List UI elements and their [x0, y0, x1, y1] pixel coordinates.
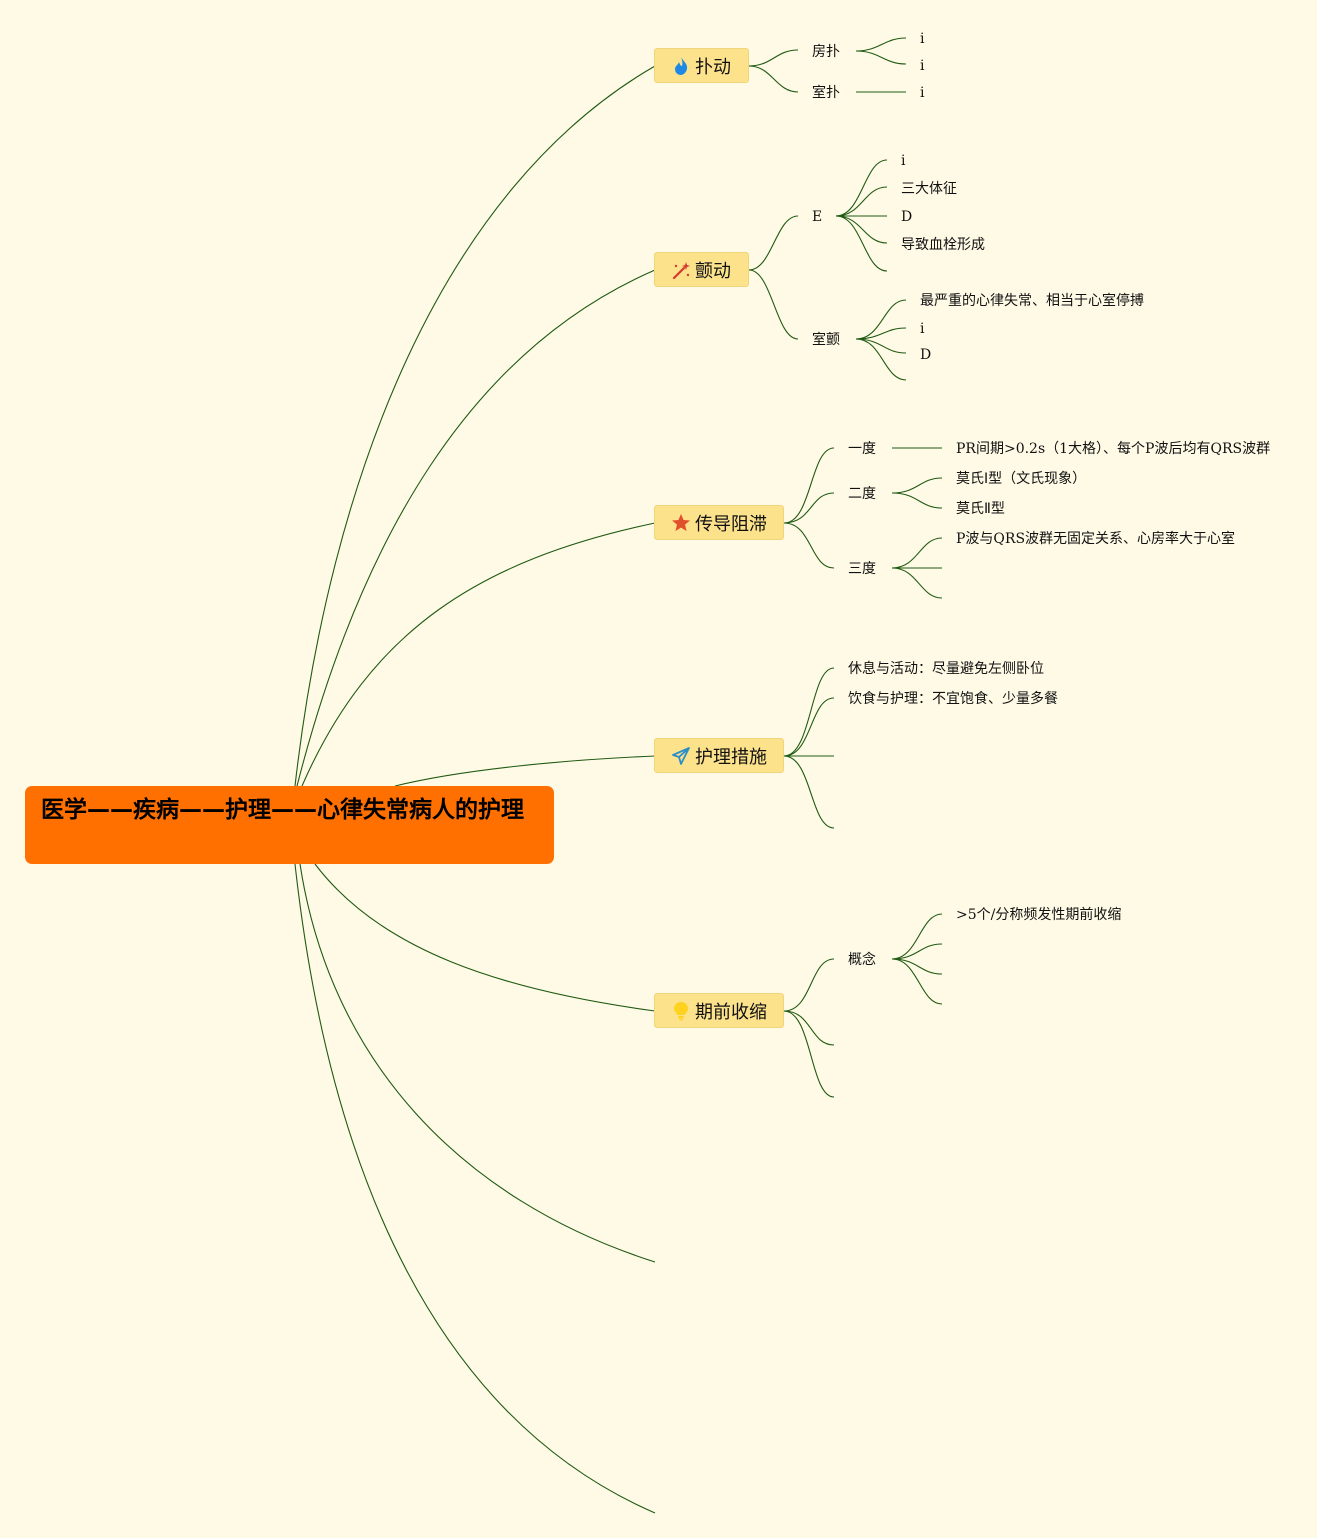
- node-ventricular-fibrillation[interactable]: 室颤: [812, 332, 840, 348]
- branch-flutter-label: 扑动: [695, 56, 731, 78]
- node-rest-activity[interactable]: 休息与活动：尽量避免左侧卧位: [848, 661, 1044, 677]
- leaf-first-degree-1[interactable]: PR间期>0.2s（1大格）、每个P波后均有QRS波群: [956, 441, 1271, 457]
- magic-wand-icon: [671, 260, 691, 280]
- leaf-ventricular-flutter-1[interactable]: i: [920, 85, 925, 101]
- node-atrial-flutter[interactable]: 房扑: [812, 44, 840, 60]
- branch-flutter[interactable]: 扑动: [654, 48, 749, 83]
- paper-plane-icon: [671, 746, 691, 766]
- leaf-atrial-flutter-1[interactable]: i: [920, 31, 925, 47]
- link-root-fibrillation: [296, 269, 656, 787]
- leaf-atrial-flutter-2[interactable]: i: [920, 58, 925, 74]
- leaf-vf-1[interactable]: 最严重的心律失常、相当于心室停搏: [920, 293, 1144, 309]
- link-root-empty-2: [294, 863, 656, 1514]
- branch-conduction-block[interactable]: 传导阻滞: [654, 505, 784, 540]
- node-diet-care[interactable]: 饮食与护理：不宜饱食、少量多餐: [848, 691, 1058, 707]
- link-root-empty-1: [299, 863, 656, 1263]
- leaf-e-1[interactable]: i: [901, 153, 906, 169]
- node-concept[interactable]: 概念: [848, 952, 876, 968]
- leaf-e-4[interactable]: 导致血栓形成: [901, 237, 985, 253]
- link-root-flutter: [294, 65, 656, 787]
- leaf-third-degree-1[interactable]: P波与QRS波群无固定关系、心房率大于心室: [956, 531, 1236, 547]
- flame-icon: [671, 56, 691, 76]
- lightbulb-icon: [671, 1001, 691, 1021]
- node-ventricular-flutter[interactable]: 室扑: [812, 85, 840, 101]
- link-root-nursing: [394, 755, 656, 787]
- node-third-degree[interactable]: 三度: [848, 561, 876, 577]
- branch-nursing-measures[interactable]: 护理措施: [654, 738, 784, 773]
- node-atrial-fibrillation-e[interactable]: E: [812, 209, 823, 225]
- node-second-degree[interactable]: 二度: [848, 486, 876, 502]
- branch-nursing-measures-label: 护理措施: [695, 746, 767, 768]
- leaf-second-degree-1[interactable]: 莫氏Ⅰ型（文氏现象）: [956, 471, 1087, 487]
- link-root-premature: [314, 863, 656, 1012]
- branch-fibrillation-label: 颤动: [695, 260, 731, 282]
- leaf-concept-1[interactable]: >5个/分称频发性期前收缩: [956, 907, 1122, 923]
- branch-fibrillation[interactable]: 颤动: [654, 252, 749, 287]
- leaf-vf-3[interactable]: D: [920, 347, 932, 363]
- root-topic[interactable]: 医学——疾病——护理——心律失常病人的护理: [25, 786, 554, 864]
- leaf-second-degree-2[interactable]: 莫氏Ⅱ型: [956, 501, 1005, 517]
- leaf-vf-2[interactable]: i: [920, 321, 925, 337]
- branch-premature-contraction-label: 期前收缩: [695, 1001, 767, 1023]
- node-first-degree[interactable]: 一度: [848, 441, 876, 457]
- leaf-e-2[interactable]: 三大体征: [901, 181, 957, 197]
- link-root-block: [301, 522, 656, 787]
- branch-premature-contraction[interactable]: 期前收缩: [654, 993, 784, 1028]
- star-icon: [671, 513, 691, 533]
- leaf-e-3[interactable]: D: [901, 209, 913, 225]
- branch-conduction-block-label: 传导阻滞: [695, 513, 767, 535]
